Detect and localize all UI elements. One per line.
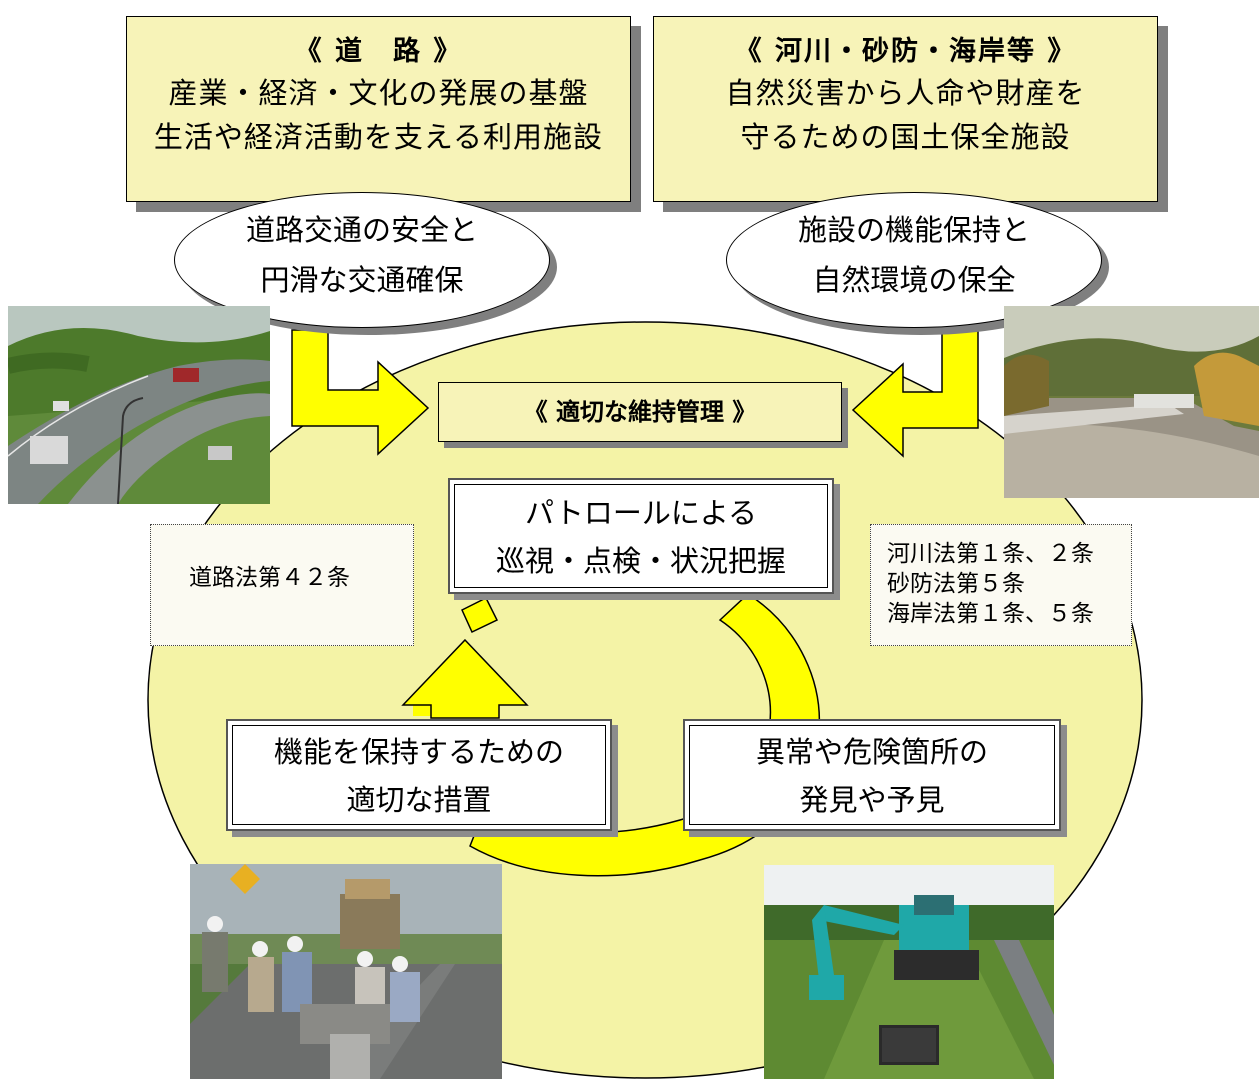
measure-box: 機能を保持するための 適切な措置 — [232, 725, 606, 825]
measure-line1: 機能を保持するための — [273, 735, 564, 769]
excavator-photo — [764, 865, 1054, 1079]
up-arrow-shape — [401, 638, 529, 719]
road-oval-line2: 円滑な交通確保 — [260, 263, 464, 297]
road-law-text: 道路法第４２条 — [189, 565, 350, 591]
patrol-line1: パトロールによる — [524, 496, 757, 530]
discover-line2: 発見や予見 — [799, 783, 945, 817]
river-header-line1: 自然災害から人命や財産を — [725, 76, 1086, 110]
river-header-title: 《 河川・砂防・海岸等 》 — [734, 36, 1077, 67]
river-header-line2: 守るための国土保全施設 — [740, 120, 1071, 154]
river-header-box: 《 河川・砂防・海岸等 》 自然災害から人命や財産を 守るための国土保全施設 — [653, 16, 1158, 202]
road-header-title: 《 道 路 》 — [294, 36, 463, 67]
river-oval-line1: 施設の機能保持と — [797, 213, 1030, 247]
river-law-line3: 海岸法第１条、５条 — [887, 601, 1094, 627]
river-photo — [1004, 306, 1259, 498]
road-header-line2: 生活や経済活動を支える利用施設 — [153, 120, 604, 154]
river-oval-line2: 自然環境の保全 — [812, 263, 1016, 297]
road-oval-line1: 道路交通の安全と — [245, 213, 478, 247]
road-objective-oval: 道路交通の安全と 円滑な交通確保 — [174, 192, 550, 328]
river-law-line2: 砂防法第５条 — [887, 571, 1025, 597]
river-law-line1: 河川法第１条、２条 — [887, 541, 1094, 567]
road-workers-photo — [190, 864, 502, 1079]
river-law-note: 河川法第１条、２条 砂防法第５条 海岸法第１条、５条 — [870, 524, 1132, 646]
road-law-note: 道路法第４２条 — [150, 524, 414, 646]
maintenance-title: 《 適切な維持管理 》 — [438, 382, 842, 442]
patrol-line2: 巡視・点検・状況把握 — [495, 544, 786, 578]
highway-photo — [8, 306, 270, 504]
measure-line2: 適切な措置 — [346, 783, 492, 817]
road-header-line1: 産業・経済・文化の発展の基盤 — [168, 76, 589, 110]
cycle-arc-stub — [461, 596, 499, 634]
river-objective-oval: 施設の機能保持と 自然環境の保全 — [726, 192, 1102, 328]
discover-box: 異常や危険箇所の 発見や予見 — [689, 725, 1055, 825]
patrol-box: パトロールによる 巡視・点検・状況把握 — [454, 484, 828, 588]
left-bent-arrow — [291, 329, 430, 456]
road-header-box: 《 道 路 》 産業・経済・文化の発展の基盤 生活や経済活動を支える利用施設 — [126, 16, 631, 202]
right-bent-arrow — [851, 329, 979, 458]
discover-line1: 異常や危険箇所の — [755, 735, 988, 769]
